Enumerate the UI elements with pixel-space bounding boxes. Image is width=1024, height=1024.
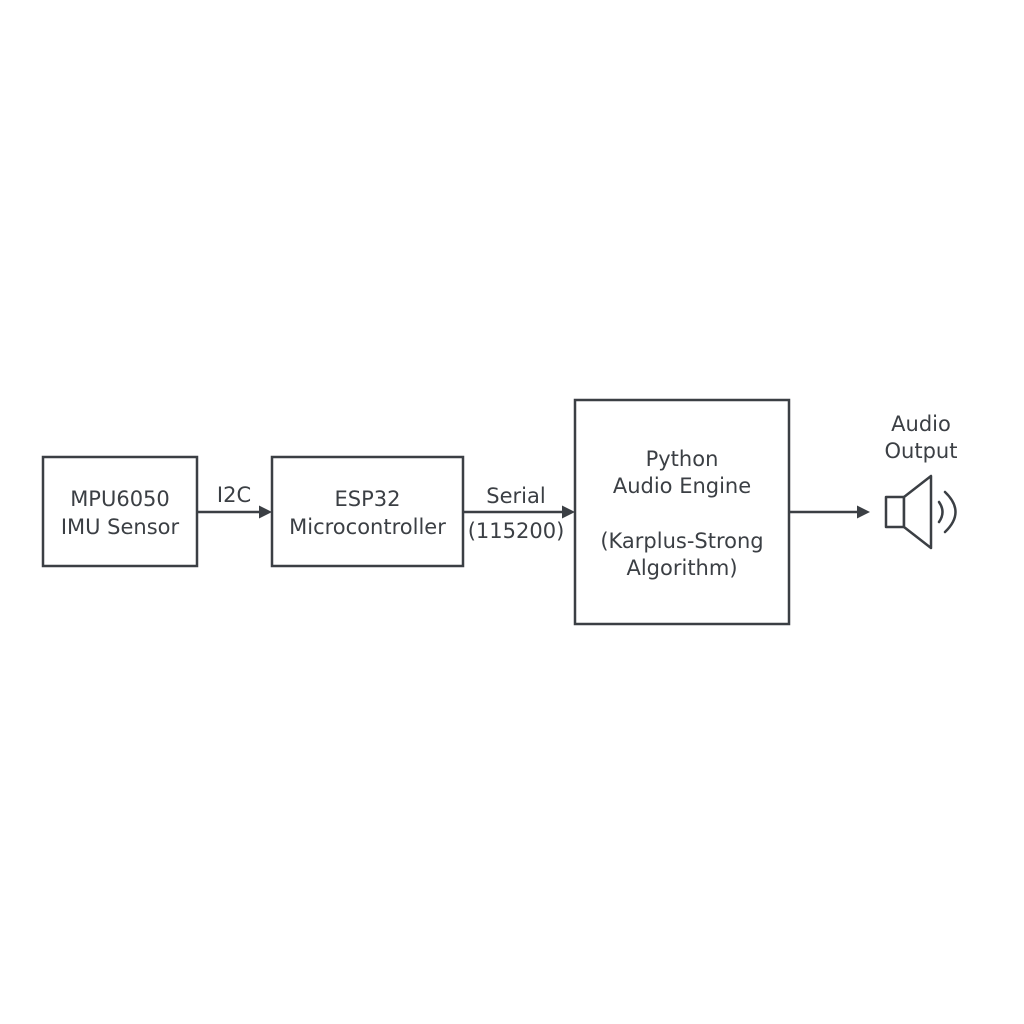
imu-sensor-subtitle: IMU Sensor xyxy=(61,515,180,539)
imu-sensor-block: MPU6050 IMU Sensor xyxy=(41,455,199,568)
serial-link: Serial (115200) xyxy=(463,484,575,543)
esp32-subtitle: Microcontroller xyxy=(289,515,446,539)
sound-wave-inner xyxy=(937,500,944,524)
imu-sensor-box xyxy=(41,455,199,568)
audio-engine-box xyxy=(573,398,791,626)
speaker-cone xyxy=(902,474,933,550)
audio-output-label-line2: Output xyxy=(885,439,958,463)
serial-label: Serial xyxy=(486,484,545,508)
serial-arrow-head xyxy=(562,505,575,519)
esp32-box xyxy=(270,455,465,568)
i2c-arrow-head xyxy=(259,505,272,519)
serial-baud-label: (115200) xyxy=(468,519,565,543)
audio-output: Audio Output xyxy=(884,412,958,550)
audio-engine-title-line1: Python xyxy=(646,447,719,471)
esp32-title: ESP32 xyxy=(335,487,401,511)
imu-sensor-title: MPU6050 xyxy=(70,487,170,511)
speaker-icon xyxy=(884,474,957,550)
audio-engine-algorithm-line2: Algorithm) xyxy=(626,556,737,580)
esp32-block: ESP32 Microcontroller xyxy=(270,455,465,568)
audio-output-label-line1: Audio xyxy=(891,412,951,436)
audio-engine-block: Python Audio Engine (Karplus-Strong Algo… xyxy=(573,398,791,626)
audio-engine-algorithm-line1: (Karplus-Strong xyxy=(600,529,763,553)
output-arrow-head xyxy=(857,505,870,519)
i2c-label: I2C xyxy=(217,483,251,507)
speaker-body xyxy=(884,495,906,529)
output-link xyxy=(789,505,870,519)
sound-wave-outer xyxy=(943,490,957,534)
i2c-link: I2C xyxy=(197,483,272,519)
audio-engine-title-line2: Audio Engine xyxy=(613,474,751,498)
